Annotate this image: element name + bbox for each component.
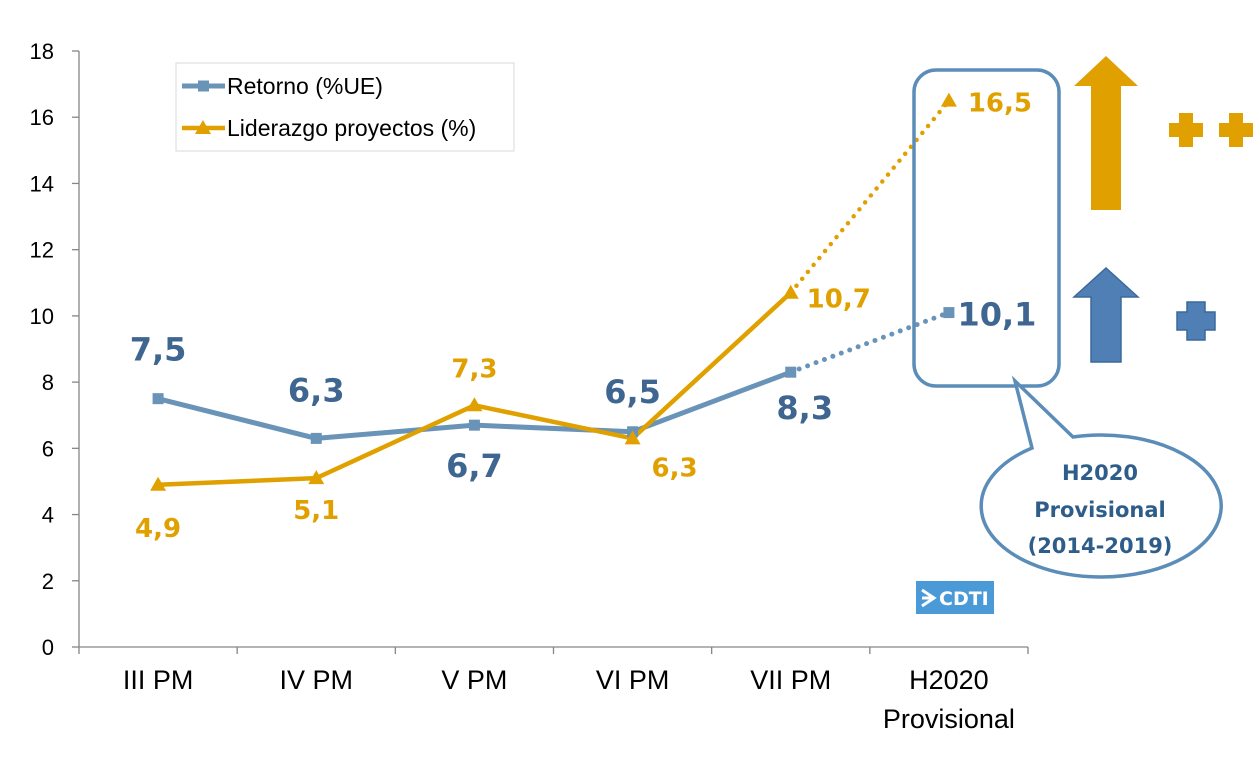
cdti-logo-text: CDTI bbox=[939, 588, 989, 610]
series-line-projection bbox=[788, 98, 952, 295]
y-tick-label: 14 bbox=[30, 171, 54, 196]
y-tick-label: 4 bbox=[42, 503, 54, 528]
x-tick-label: Provisional bbox=[883, 704, 1015, 734]
h2020-callout: H2020 Provisional (2014-2019) bbox=[912, 68, 1223, 579]
callout-line-3: (2014-2019) bbox=[1028, 534, 1173, 558]
data-point bbox=[940, 92, 957, 107]
y-tick-label: 12 bbox=[30, 238, 54, 263]
data-point bbox=[468, 419, 480, 431]
speech-bubble bbox=[979, 375, 1223, 579]
legend-label: Retorno (%UE) bbox=[227, 73, 383, 99]
double-plus-icon bbox=[1169, 113, 1253, 147]
y-tick-label: 6 bbox=[42, 436, 54, 461]
data-label: 10,1 bbox=[957, 296, 1036, 334]
legend-swatch-marker bbox=[198, 80, 209, 92]
up-arrow-icon bbox=[1074, 56, 1138, 210]
x-tick-label: III PM bbox=[123, 665, 194, 695]
y-tick-label: 16 bbox=[30, 105, 54, 130]
legend-frame bbox=[175, 62, 515, 152]
y-tick-label: 18 bbox=[30, 39, 54, 64]
data-label: 8,3 bbox=[776, 389, 833, 427]
x-tick-label: VII PM bbox=[750, 665, 831, 695]
data-point bbox=[943, 307, 955, 319]
legend: Retorno (%UE) Liderazgo proyectos (%) bbox=[175, 62, 515, 152]
data-label: 6,7 bbox=[446, 447, 503, 485]
series-line-projection bbox=[788, 310, 952, 375]
data-label: 7,5 bbox=[130, 331, 187, 369]
data-point bbox=[785, 366, 797, 378]
plus-shape bbox=[1219, 113, 1253, 147]
data-label: 6,5 bbox=[604, 373, 661, 411]
data-label: 6,3 bbox=[652, 453, 698, 483]
plus-icon bbox=[1176, 301, 1216, 341]
legend-item-retorno: Retorno (%UE) bbox=[182, 73, 383, 99]
data-point bbox=[624, 430, 641, 445]
data-point bbox=[466, 397, 483, 412]
data-point bbox=[150, 476, 167, 491]
data-point bbox=[308, 470, 325, 485]
data-label: 4,9 bbox=[135, 514, 181, 544]
up-arrow-icon bbox=[1072, 266, 1140, 363]
y-tick-label: 10 bbox=[30, 304, 54, 329]
y-tick-label: 8 bbox=[42, 370, 54, 395]
cdti-logo-icon: CDTI bbox=[916, 581, 994, 614]
data-label: 6,3 bbox=[288, 371, 345, 409]
series-markers bbox=[150, 92, 957, 491]
data-label: 10,7 bbox=[807, 285, 871, 315]
x-tick-label: IV PM bbox=[279, 665, 353, 695]
data-label: 16,5 bbox=[968, 89, 1032, 119]
legend-label: Liderazgo proyectos (%) bbox=[227, 115, 476, 141]
plus-shape bbox=[1169, 113, 1203, 147]
x-tick-label: VI PM bbox=[596, 665, 670, 695]
trend-indicators bbox=[1072, 56, 1253, 363]
x-tick-label: V PM bbox=[441, 665, 507, 695]
callout-line-2: Provisional bbox=[1034, 498, 1166, 522]
data-point bbox=[310, 432, 322, 444]
y-tick-label: 0 bbox=[42, 635, 54, 660]
x-tick-label: H2020 bbox=[909, 665, 989, 695]
legend-swatch-marker bbox=[195, 120, 211, 134]
h2020-highlight-box bbox=[912, 68, 1061, 388]
data-label: 5,1 bbox=[293, 496, 339, 526]
plus-shape bbox=[1176, 301, 1216, 341]
legend-item-liderazgo: Liderazgo proyectos (%) bbox=[182, 115, 476, 141]
data-point bbox=[782, 284, 799, 299]
data-point bbox=[152, 393, 164, 405]
data-labels: 7,5 6,3 6,7 6,5 8,3 10,1 4,9 5,1 7,3 6,3 10,7 16,5 bbox=[130, 89, 1037, 544]
data-label: 7,3 bbox=[451, 354, 497, 384]
callout-line-1: H2020 bbox=[1062, 461, 1138, 485]
y-tick-label: 2 bbox=[42, 569, 54, 594]
